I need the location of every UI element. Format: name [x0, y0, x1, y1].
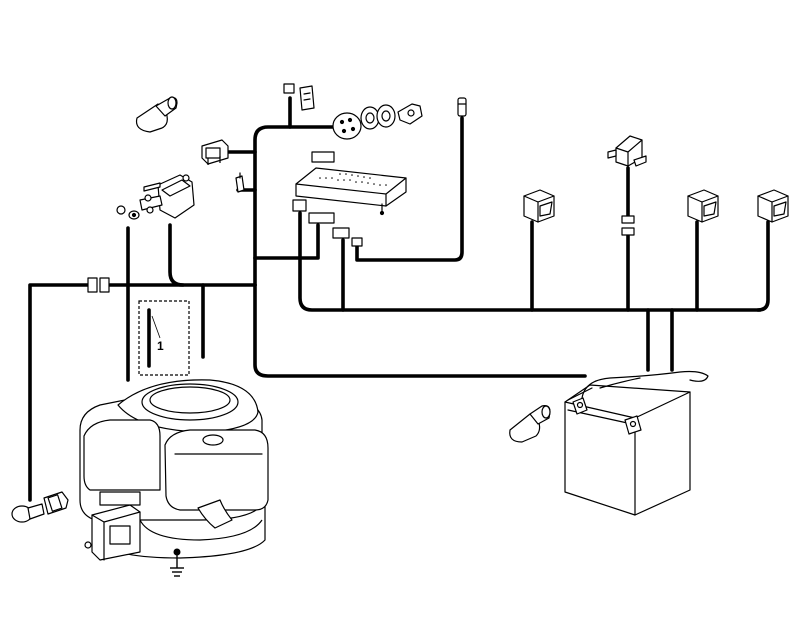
wire-switch-right-c [756, 220, 770, 312]
harness-connectors [87, 83, 635, 293]
ignition-switch-icon [299, 85, 423, 140]
key-switch-icon [201, 139, 229, 165]
connector-relay-b [621, 227, 635, 236]
relay-icon [607, 135, 647, 167]
fuse-clip-icon [235, 172, 245, 193]
wire-to-battery-long [253, 283, 587, 378]
connector-left-b [99, 277, 110, 293]
connector-module-4 [351, 237, 363, 247]
connector-relay-a [621, 215, 635, 224]
ground-icon [170, 548, 184, 577]
wire-trunk [253, 125, 337, 287]
connector-left-a [87, 277, 98, 293]
callout-number: 1 [157, 339, 164, 353]
wire-lamp [28, 283, 90, 502]
wiring-harness [28, 96, 770, 502]
safety-switch-2-icon [687, 189, 719, 223]
wire-module-a [253, 223, 320, 260]
callout-box-1: 1 [138, 300, 190, 376]
connector-ignition-top [283, 83, 295, 94]
spark-plug-boot-icon [135, 96, 178, 133]
safety-switch-1-icon [523, 189, 555, 223]
battery-icon [564, 370, 709, 516]
connector-module-1 [292, 199, 307, 212]
safety-switch-3-icon [757, 189, 789, 223]
connector-module-2 [308, 212, 335, 224]
wire-module-b [298, 211, 762, 312]
wire-solenoid [168, 223, 185, 287]
lamp-bulb-icon [11, 491, 69, 523]
starter-solenoid-icon [116, 174, 195, 220]
control-module-icon [295, 151, 407, 216]
battery-boot-icon [509, 405, 551, 443]
connector-module-3 [332, 227, 350, 239]
sensor-probe-icon [457, 97, 467, 117]
wire-sensor [355, 116, 464, 262]
engine-icon [79, 379, 269, 561]
